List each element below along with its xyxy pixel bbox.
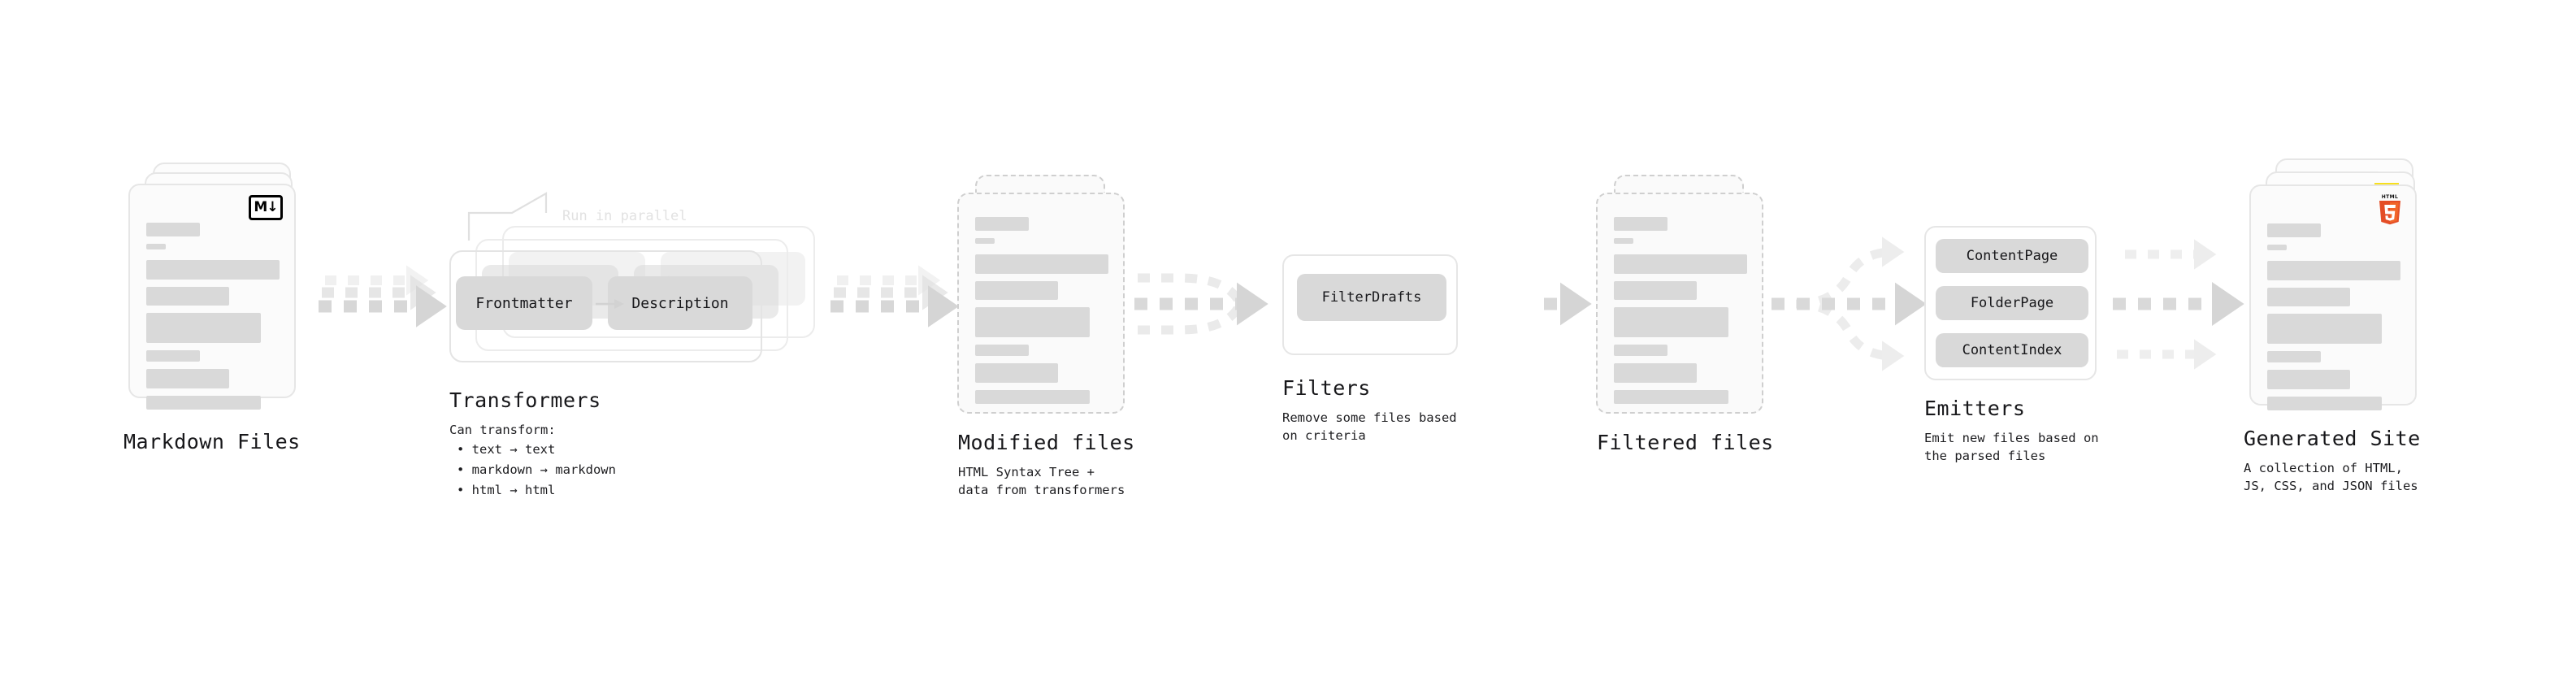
modified-files-title: Modified files bbox=[958, 431, 1135, 454]
transformers-bullet-0: • text → text bbox=[457, 442, 556, 457]
connector-emitters-to-site bbox=[2113, 239, 2244, 370]
modified-files-stack bbox=[957, 175, 1144, 435]
connector-filtered-to-emitters bbox=[1772, 236, 1927, 371]
transformers-group: Run in parallel Frontmatter Description bbox=[443, 193, 833, 362]
filters-title: Filters bbox=[1282, 376, 1371, 400]
transformers-subtitle: Can transform: bbox=[449, 423, 556, 437]
transformer-step-frontmatter[interactable]: Frontmatter bbox=[456, 276, 592, 330]
generated-site-subtitle: A collection of HTML, JS, CSS, and JSON … bbox=[2244, 461, 2418, 494]
modified-card-front bbox=[957, 193, 1125, 414]
svg-text:HTML: HTML bbox=[2382, 194, 2399, 200]
modified-files-subtitle: HTML Syntax Tree + data from transformer… bbox=[958, 465, 1125, 498]
emitter-item-folderpage[interactable]: FolderPage bbox=[1936, 286, 2088, 320]
markdown-card-front: M↓ bbox=[128, 184, 296, 410]
emitters-title: Emitters bbox=[1924, 397, 2026, 420]
filtered-files-stack bbox=[1596, 175, 1783, 435]
transformer-step-description[interactable]: Description bbox=[608, 276, 752, 330]
transformers-bullet-1: • markdown → markdown bbox=[457, 462, 616, 477]
connector-transformers-to-modified bbox=[830, 265, 959, 327]
modified-card-skeleton bbox=[975, 217, 1108, 404]
filtered-card-front bbox=[1596, 193, 1763, 414]
transformer-box-front: Frontmatter Description bbox=[449, 250, 762, 362]
transformers-title: Transformers bbox=[449, 388, 601, 412]
filters-subtitle: Remove some files based on criteria bbox=[1282, 410, 1457, 444]
connector-markdown-to-transformers bbox=[319, 265, 447, 327]
filtered-files-title: Filtered files bbox=[1597, 431, 1774, 454]
generated-card-skeleton bbox=[2267, 223, 2400, 410]
html5-icon: HTML bbox=[2376, 193, 2404, 225]
markdown-files-stack: M↓ bbox=[122, 163, 325, 423]
filtered-card-skeleton bbox=[1614, 217, 1747, 404]
markdown-files-title: Markdown Files bbox=[124, 430, 301, 453]
filter-item-filterdrafts[interactable]: FilterDrafts bbox=[1297, 274, 1446, 321]
run-in-parallel-annotation: Run in parallel bbox=[562, 208, 687, 224]
generated-site-stack: CSS HTML bbox=[2243, 158, 2454, 427]
generated-card-front: HTML bbox=[2249, 184, 2417, 410]
transformers-bullet-2: • html → html bbox=[457, 483, 556, 497]
emitter-item-contentindex[interactable]: ContentIndex bbox=[1936, 333, 2088, 367]
markdown-card-skeleton bbox=[146, 223, 280, 410]
connector-modified-to-filters bbox=[1134, 273, 1268, 335]
emitter-item-contentpage[interactable]: ContentPage bbox=[1936, 239, 2088, 273]
filters-box: FilterDrafts bbox=[1282, 254, 1458, 355]
emitters-box: ContentPage FolderPage ContentIndex bbox=[1924, 226, 2097, 380]
markdown-icon: M↓ bbox=[249, 195, 283, 220]
generated-site-title: Generated Site bbox=[2244, 427, 2421, 450]
emitters-subtitle: Emit new files based on the parsed files bbox=[1924, 431, 2099, 464]
connector-filters-to-filtered bbox=[1544, 282, 1592, 326]
